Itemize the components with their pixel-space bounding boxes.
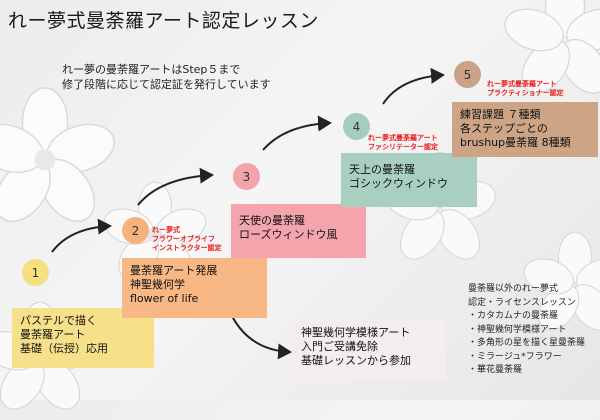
badge-line: れー夢式曼荼羅アート (487, 80, 557, 88)
step-2-number-circle: 2 (122, 217, 149, 244)
other-lessons-heading: 認定・ライセンスレッスン (468, 297, 576, 308)
course-line: 入門ご受講免除 (301, 340, 378, 353)
arrow-step2-to-geometry (231, 315, 292, 360)
paper-flower-decoration (0, 87, 115, 222)
step-2-box: 曼荼羅アート発展 神聖幾何学 flower of life (122, 258, 267, 318)
step-number: 1 (31, 265, 40, 280)
other-lesson-item: ・ミラージュ*フラワー (468, 351, 562, 362)
course-line: 基礎レッスンから参加 (301, 354, 411, 367)
step-3-box: 天使の曼荼羅 ローズウィンドウ風 (231, 204, 366, 258)
step-4-number-circle: 4 (343, 113, 370, 140)
other-lessons-heading: 曼荼羅以外のれー夢式 (468, 284, 559, 294)
intro-line: れー夢の曼荼羅アートはStep５まで (62, 63, 241, 76)
step-line: 曼荼羅アート (20, 328, 86, 341)
step-4-certification-badge: れー夢式曼荼羅アート ファシリテーター認定 (368, 134, 438, 152)
step-line: 各ステップごとの (460, 122, 548, 135)
step-number: 2 (131, 223, 140, 238)
other-lesson-item: ・多角形の星を描く星曼荼羅 (468, 338, 586, 348)
badge-line: プラクティショナー認定 (487, 89, 564, 97)
arrow-step1-to-step2 (51, 218, 112, 253)
other-lessons-list: 曼荼羅以外のれー夢式 認定・ライセンスレッスン ・カタカムナの曼荼羅 ・神聖幾何… (468, 283, 585, 378)
step-number: 3 (242, 169, 251, 184)
page-title: れー夢式曼荼羅アート認定レッスン (8, 10, 319, 32)
paper-flower-decoration (523, 231, 600, 331)
step-4-box: 天上の曼荼羅 ゴシックウィンドウ (341, 153, 477, 207)
intro-line: 修了段階に応じて認定証を発行しています (62, 78, 271, 91)
step-3-number-circle: 3 (233, 163, 260, 190)
step-line: brushup曼荼羅 8種類 (460, 136, 571, 149)
other-lesson-item: ・華花曼荼羅 (468, 365, 523, 375)
step-line: 曼荼羅アート発展 (130, 264, 218, 277)
course-line: 神聖幾何学模様アート (301, 326, 411, 339)
step-1-box: パステルで描く 曼荼羅アート 基礎（伝授）応用 (12, 308, 154, 368)
step-line: 天上の曼荼羅 (349, 163, 415, 176)
step-line: ローズウィンドウ風 (239, 228, 338, 241)
badge-line: れー夢式 (152, 226, 180, 234)
step-line: 練習課題 ７種類 (460, 108, 541, 121)
intro-text: れー夢の曼荼羅アートはStep５まで 修了段階に応じて認定証を発行しています (62, 62, 271, 92)
step-line: ゴシックウィンドウ (349, 177, 448, 190)
step-line: flower of life (130, 292, 199, 305)
step-line: パステルで描く (20, 314, 97, 327)
badge-line: フラワーオブライフ (152, 235, 215, 243)
arrow-step2-to-step3 (137, 167, 214, 206)
step-line: 神聖幾何学 (130, 278, 185, 291)
step-1-number-circle: 1 (22, 259, 49, 286)
arrow-step3-to-step4 (262, 115, 332, 151)
step-5-box: 練習課題 ７種類 各ステップごとの brushup曼荼羅 8種類 (452, 102, 598, 157)
badge-line: ファシリテーター認定 (368, 143, 438, 151)
other-lesson-item: ・カタカムナの曼荼羅 (468, 311, 559, 321)
paper-flower-decoration (504, 0, 600, 94)
step-line: 天使の曼荼羅 (239, 214, 305, 227)
step-arrows (51, 67, 445, 360)
step-5-number-circle: 5 (454, 61, 481, 88)
step-5-certification-badge: れー夢式曼荼羅アート プラクティショナー認定 (487, 80, 564, 98)
badge-line: れー夢式曼荼羅アート (368, 134, 438, 142)
arrow-step4-to-step5 (382, 67, 445, 105)
step-2-certification-badge: れー夢式 フラワーオブライフ インストラクター認定 (152, 226, 222, 253)
badge-line: インストラクター認定 (152, 244, 222, 252)
step-line: 基礎（伝授）応用 (20, 342, 108, 355)
step-number: 4 (352, 119, 361, 134)
step-number: 5 (463, 67, 472, 82)
geometry-course-box: 神聖幾何学模様アート 入門ご受講免除 基礎レッスンから参加 (293, 320, 446, 380)
other-lesson-item: ・神聖幾何学模様アート (468, 324, 567, 335)
